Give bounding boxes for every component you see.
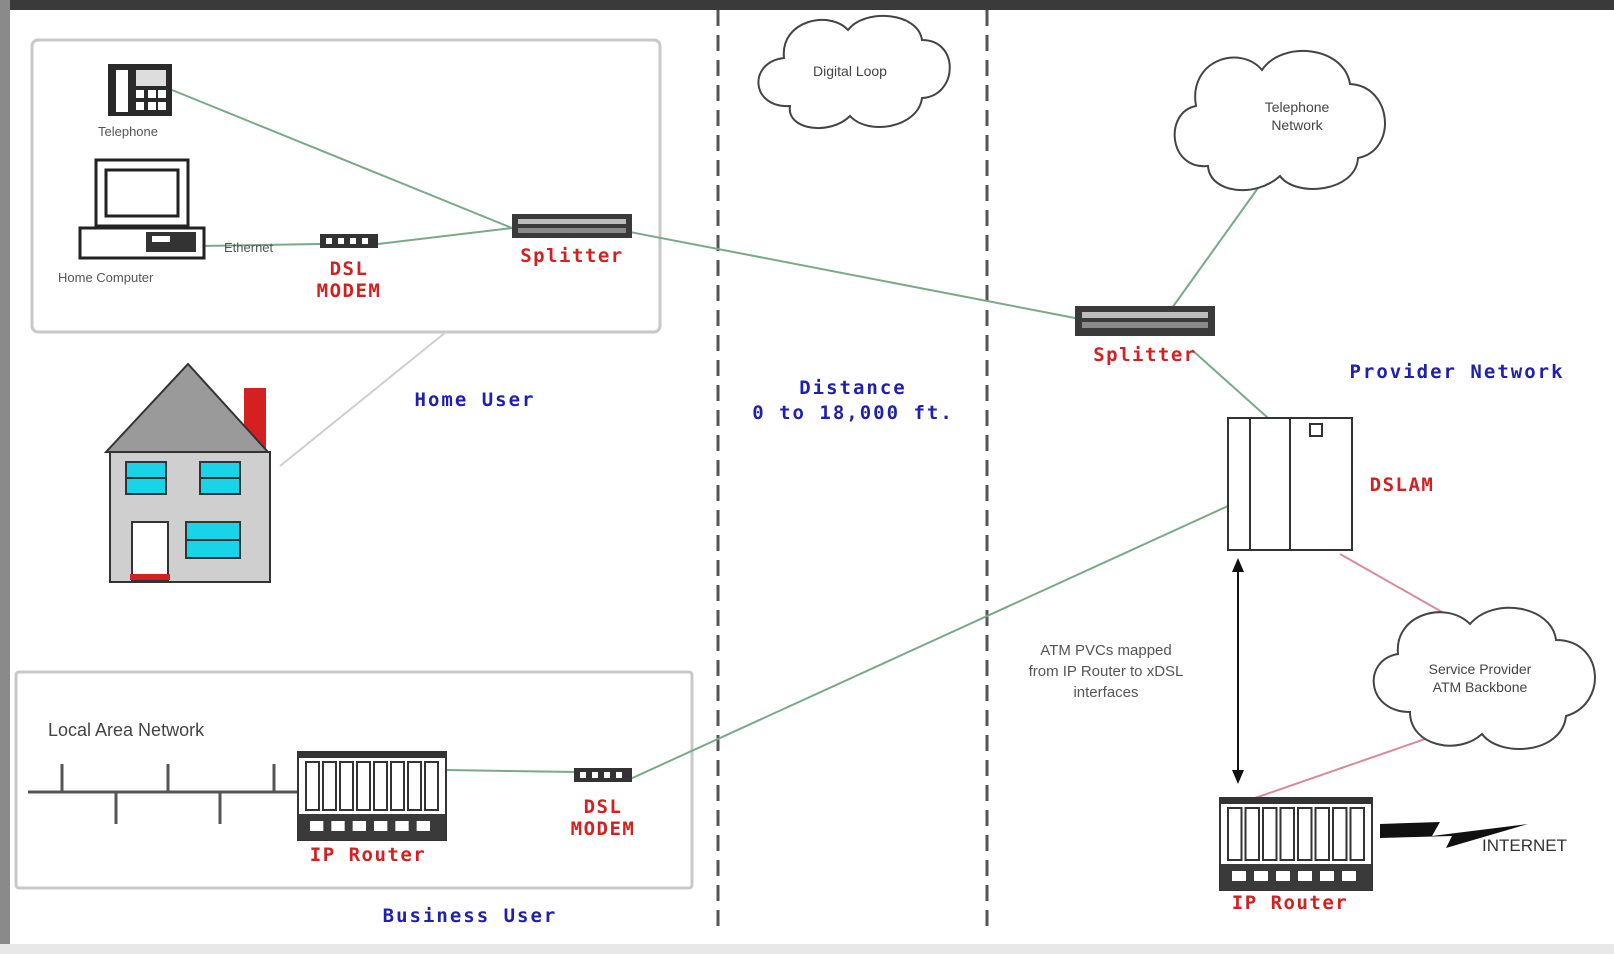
- ethernet-label: Ethernet: [224, 240, 274, 255]
- business-dsl-modem-label: DSL MODEM: [552, 796, 654, 840]
- distance-line2: 0 to 18,000 ft.: [752, 402, 954, 424]
- business-ip-router-icon: [297, 751, 447, 841]
- provider-splitter-label: Splitter: [1093, 344, 1197, 366]
- provider-ip-router-icon: [1219, 797, 1373, 891]
- link-router-business-modem: [445, 769, 577, 773]
- home-splitter-icon: [512, 214, 632, 238]
- home-computer-icon: [78, 158, 206, 260]
- link-house-home-box: [279, 331, 447, 467]
- business-dsl-modem-icon: [574, 768, 632, 782]
- business-user-label: Business User: [382, 905, 558, 927]
- link-lines: [171, 89, 1443, 799]
- digital-loop-cloud: [757, 14, 951, 130]
- link-splitter-telephone-network: [1171, 187, 1259, 309]
- link-modem-splitter: [377, 227, 513, 245]
- telephone-icon: [108, 64, 172, 116]
- home-dsl-modem-icon: [320, 234, 378, 248]
- atm-backbone-label: Service Provider ATM Backbone: [1398, 660, 1562, 696]
- link-telephone-splitter: [171, 89, 513, 229]
- internet-label: INTERNET: [1482, 836, 1567, 855]
- lightning-bolt-icon: [1380, 822, 1528, 848]
- business-modem-label-line2: MODEM: [570, 818, 636, 840]
- digital-loop-label: Digital Loop: [813, 63, 887, 79]
- home-user-label: Home User: [414, 389, 536, 411]
- atm-note-line2: from IP Router to xDSL: [1028, 663, 1184, 680]
- link-backbone-router: [1254, 737, 1429, 799]
- home-dsl-modem-label: DSL MODEM: [298, 258, 400, 302]
- link-dslam-backbone: [1339, 553, 1443, 613]
- dslam-label: DSLAM: [1369, 474, 1435, 496]
- cloud-shapes: [757, 14, 1596, 750]
- link-home-splitter-provider-splitter: [629, 231, 1076, 319]
- double-arrow-icon: [1232, 558, 1244, 784]
- provider-splitter-icon: [1075, 306, 1215, 336]
- home-user-box: [30, 38, 662, 334]
- telephone-network-cloud: [1173, 49, 1386, 192]
- atm-note-line1: ATM PVCs mapped: [1040, 642, 1172, 659]
- business-modem-label-line1: DSL: [583, 796, 623, 818]
- home-modem-label-line1: DSL: [329, 258, 369, 280]
- link-computer-modem: [199, 243, 321, 247]
- backbone-line1: Service Provider: [1428, 661, 1532, 677]
- house-icon: [103, 362, 271, 583]
- link-dslam-business-modem: [627, 505, 1229, 781]
- lan-label: Local Area Network: [48, 720, 205, 740]
- link-splitter-dslam: [1191, 349, 1269, 419]
- lan-bus-icon: [28, 764, 298, 824]
- telephone-network-line1: Telephone: [1264, 99, 1330, 115]
- dslam-icon: [1227, 417, 1353, 551]
- atm-note-line3: interfaces: [1073, 684, 1139, 701]
- home-splitter-label: Splitter: [520, 245, 624, 267]
- telephone-network-line2: Network: [1271, 117, 1323, 133]
- atm-pvc-note: ATM PVCs mapped from IP Router to xDSL i…: [996, 640, 1216, 703]
- window-left-edge: [0, 0, 10, 954]
- business-ip-router-label: IP Router: [309, 844, 427, 866]
- provider-network-label: Provider Network: [1349, 361, 1565, 383]
- window-top-edge: [0, 0, 1614, 10]
- distance-line1: Distance: [799, 377, 907, 399]
- business-user-box: [14, 670, 694, 890]
- provider-ip-router-label: IP Router: [1231, 892, 1349, 914]
- backbone-line2: ATM Backbone: [1432, 679, 1528, 695]
- atm-backbone-cloud: [1372, 606, 1596, 750]
- telephone-label: Telephone: [98, 124, 158, 139]
- home-computer-label: Home Computer: [58, 270, 154, 285]
- telephone-network-label: Telephone Network: [1220, 98, 1374, 134]
- home-modem-label-line2: MODEM: [316, 280, 382, 302]
- window-bottom-edge: [0, 944, 1614, 954]
- distance-label: Distance 0 to 18,000 ft.: [738, 376, 968, 426]
